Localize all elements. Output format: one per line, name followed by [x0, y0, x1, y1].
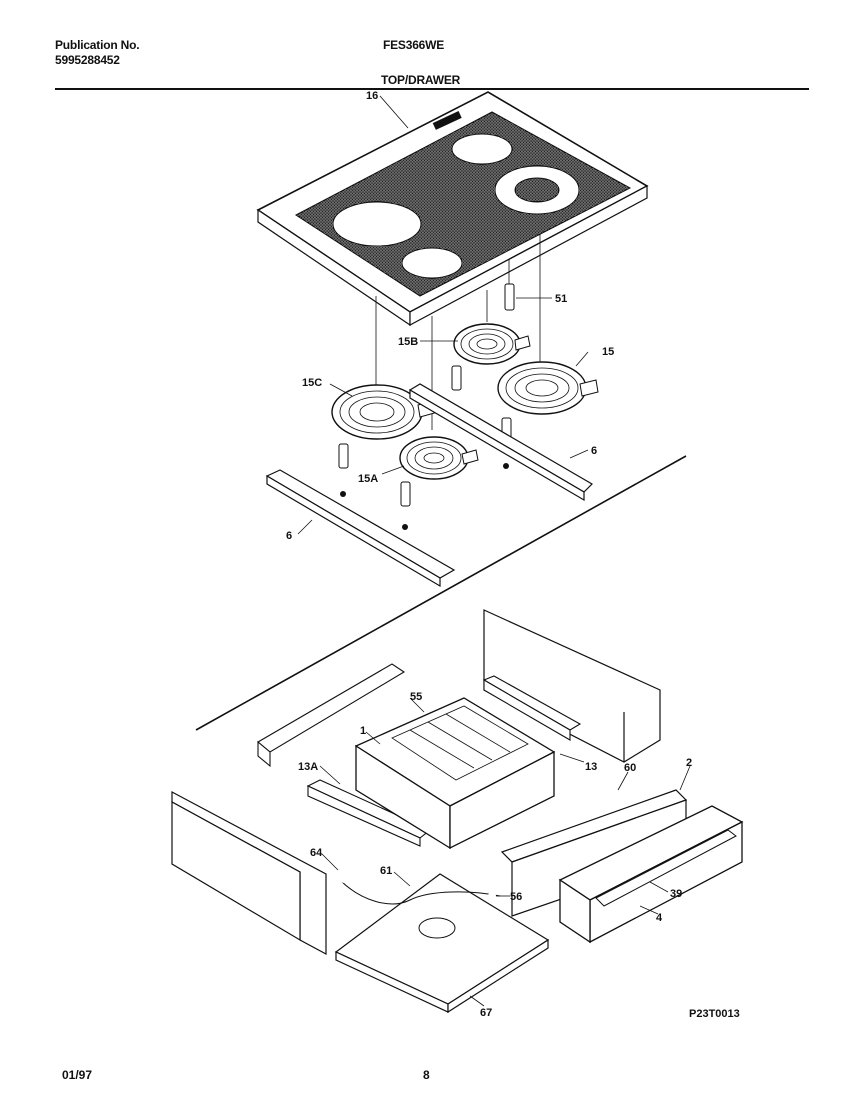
callout-16: 16: [366, 90, 378, 102]
callout-56: 56: [510, 891, 522, 903]
callout-6-left: 6: [286, 530, 292, 542]
drawer-body: [354, 697, 556, 850]
drawer-bottom-67: [334, 873, 550, 1014]
callout-60: 60: [624, 762, 636, 774]
callout-2: 2: [686, 757, 692, 769]
revision-date: 01/97: [62, 1068, 93, 1082]
wire-harness: [339, 873, 501, 939]
leader-lines: [297, 95, 691, 1007]
page-number: 8: [423, 1068, 430, 1082]
alignment-lines: [375, 232, 541, 430]
figure-code: P23T0013: [689, 1008, 740, 1020]
drawer-rail-left-top: [257, 663, 406, 768]
model-number: FES366WE: [383, 38, 445, 52]
surface-element-15: [497, 361, 599, 415]
header-rule: [55, 88, 809, 90]
element-support-bracket-left: [265, 469, 456, 588]
callout-64: 64: [310, 847, 323, 859]
callout-15: 15: [602, 346, 614, 358]
rear-panel: [483, 609, 661, 763]
callout-15B: 15B: [398, 336, 418, 348]
surface-element-15A: [399, 436, 479, 480]
drawer-front-outer-4: [558, 805, 744, 944]
callout-39: 39: [670, 888, 682, 900]
callout-51-top: 51: [555, 293, 567, 305]
drawer-front-inner-2: [500, 789, 688, 917]
callout-13: 13: [585, 761, 597, 773]
callout-13A: 13A: [298, 761, 318, 773]
callout-55: 55: [410, 691, 422, 703]
surface-element-15B: [453, 323, 531, 365]
drawer-side-panel: [171, 791, 327, 956]
callout-61: 61: [380, 865, 392, 877]
callout-15A: 15A: [358, 473, 378, 485]
callout-6-right: 6: [591, 445, 597, 457]
publication-label: Publication No.: [55, 38, 140, 52]
callout-1: 1: [360, 725, 366, 737]
surface-element-15C: [331, 384, 439, 440]
drawer-rail-13: [482, 675, 582, 741]
element-support-bracket-right: [408, 383, 593, 502]
callout-4: 4: [656, 912, 663, 924]
publication-number: 5995288452: [55, 53, 120, 67]
cooktop-glass: [256, 91, 649, 327]
callout-15C: 15C: [302, 377, 322, 389]
section-title: TOP/DRAWER: [381, 73, 461, 87]
section-divider-line: [195, 455, 687, 731]
callout-67: 67: [480, 1007, 492, 1019]
